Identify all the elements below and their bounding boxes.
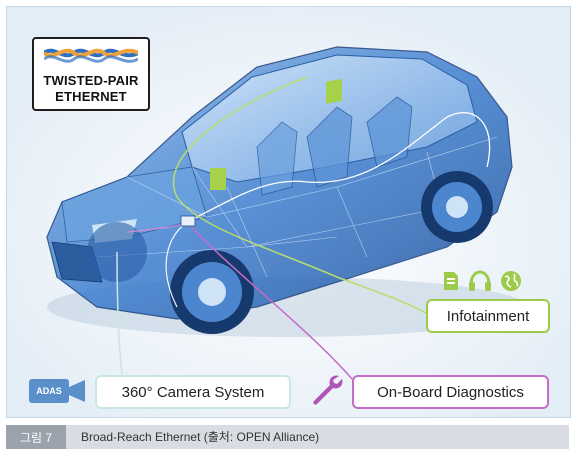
camera-system-label: 360° Camera System bbox=[95, 375, 291, 409]
caption-text: Broad-Reach Ethernet (출처: OPEN Alliance) bbox=[81, 430, 320, 444]
twisted-pair-icon bbox=[44, 48, 138, 63]
adas-badge-label: ADAS bbox=[36, 386, 62, 396]
figure-caption: 그림 7 Broad-Reach Ethernet (출처: OPEN Alli… bbox=[6, 425, 569, 449]
diagnostics-label: On-Board Diagnostics bbox=[352, 375, 549, 409]
figure-number: 그림 7 bbox=[6, 425, 66, 449]
headphones-icon bbox=[469, 270, 491, 291]
figure-frame: TWISTED-PAIR ETHERNET Infotainment ADAS … bbox=[6, 6, 571, 418]
logo-line-2: ETHERNET bbox=[55, 89, 127, 104]
twisted-pair-ethernet-logo: TWISTED-PAIR ETHERNET bbox=[32, 37, 150, 111]
globe-icon bbox=[501, 271, 521, 291]
logo-line-1: TWISTED-PAIR bbox=[43, 73, 139, 88]
infotainment-label: Infotainment bbox=[426, 299, 550, 333]
car-illustration bbox=[7, 7, 570, 417]
document-icon bbox=[444, 272, 458, 290]
wrench-icon bbox=[313, 375, 343, 405]
camera-icon bbox=[29, 379, 85, 403]
